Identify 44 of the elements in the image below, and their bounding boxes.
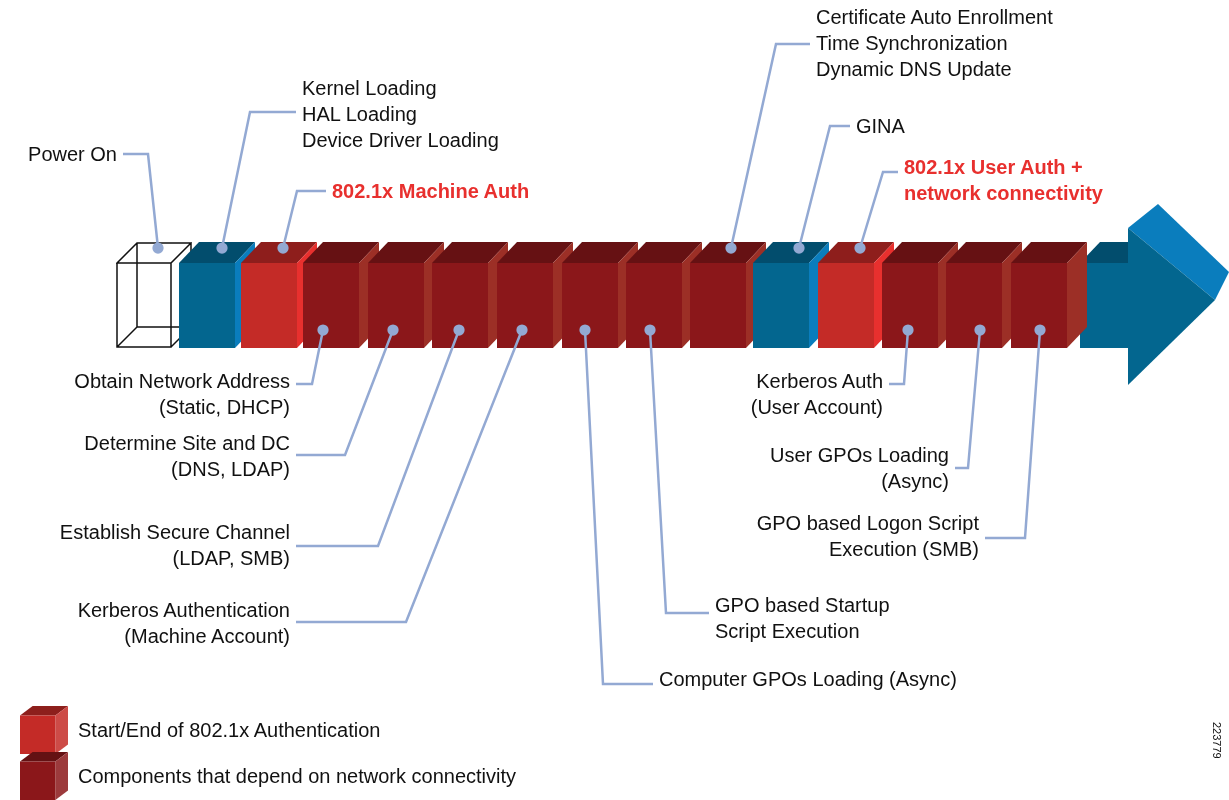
- step-label: Time Synchronization: [816, 31, 1008, 56]
- leader-line: [985, 324, 1046, 540]
- leader-line: [579, 324, 653, 686]
- step-label: GPO based Logon Script Execution (SMB): [755, 511, 979, 562]
- step-label: Determine Site and DC: [84, 431, 290, 456]
- leader-line: [123, 152, 164, 254]
- leader-line: [296, 324, 528, 624]
- step-label: Obtain Network Address: [74, 369, 290, 394]
- step-label: 802.1x Machine Auth: [332, 179, 530, 204]
- step-label: Dynamic DNS Update: [816, 57, 1012, 82]
- step-label: Kernel Loading: [302, 76, 437, 101]
- step-label: (DNS, LDAP): [171, 457, 290, 482]
- step-label: 802.1x User Auth + network connectivity: [904, 155, 1104, 206]
- step-label: Computer GPOs Loading (Async): [659, 667, 957, 692]
- leader-line: [296, 324, 465, 548]
- step-label: Kerberos Auth: [756, 369, 883, 394]
- step-label: (LDAP, SMB): [172, 546, 290, 571]
- step-label: (Async): [881, 469, 949, 494]
- legend-text: Start/End of 802.1x Authentication: [78, 718, 381, 742]
- step-label: (Static, DHCP): [158, 395, 290, 420]
- legend-text: Components that depend on network connectivity: [78, 764, 517, 788]
- step-label: (User Account): [750, 395, 883, 420]
- leader-line: [216, 110, 296, 254]
- step-label: (Machine Account): [124, 624, 290, 649]
- figure-number: 223779: [1210, 722, 1223, 759]
- leader-line: [644, 324, 709, 615]
- leader-line: [277, 189, 326, 254]
- leader-line: [725, 42, 810, 254]
- leader-line: [793, 124, 850, 254]
- step-label: Establish Secure Channel: [59, 520, 290, 545]
- step-label: Certificate Auto Enrollment: [816, 5, 1053, 30]
- leader-line: [955, 324, 986, 470]
- step-label: GINA: [856, 114, 905, 139]
- step-label: Device Driver Loading: [302, 128, 499, 153]
- leader-line: [889, 324, 914, 386]
- step-label: Kerberos Authentication: [77, 598, 290, 623]
- step-label: HAL Loading: [302, 102, 417, 127]
- leader-line: [854, 170, 898, 254]
- step-label: GPO based Startup Script Execution: [715, 593, 891, 644]
- step-label: User GPOs Loading: [770, 443, 949, 468]
- step-label: Power On: [28, 142, 117, 167]
- leader-line: [296, 324, 329, 386]
- leader-line: [296, 324, 399, 457]
- cube: [1011, 242, 1087, 348]
